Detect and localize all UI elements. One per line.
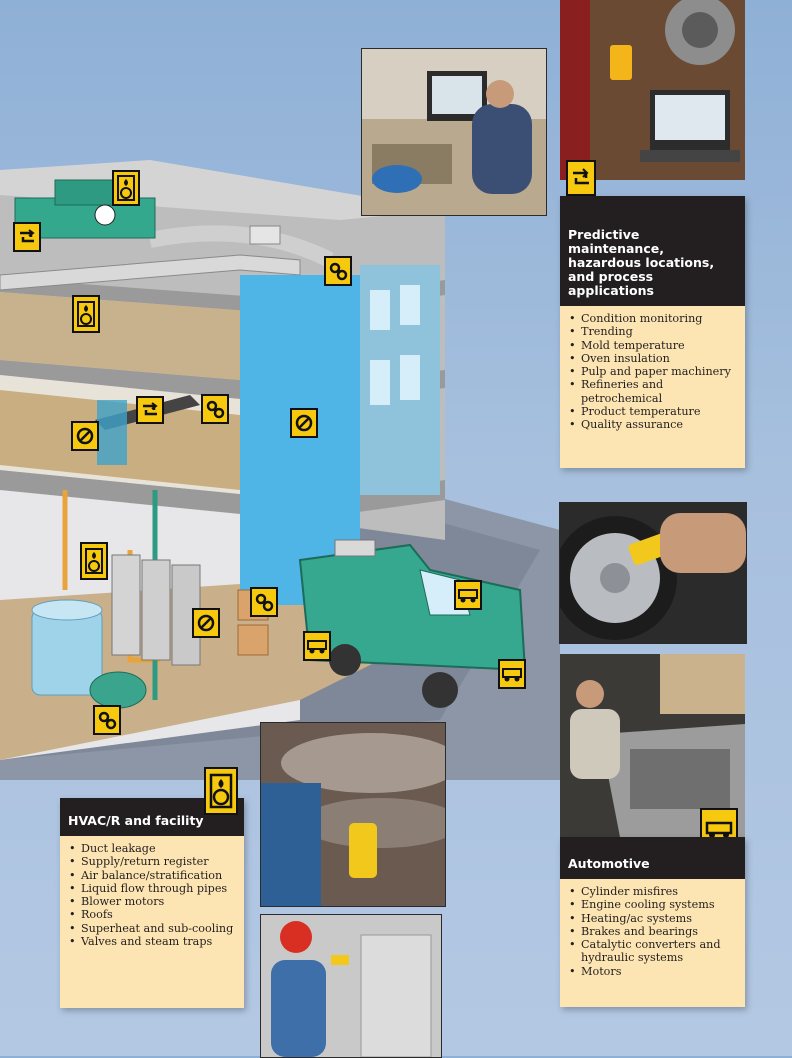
gears-icon (201, 394, 229, 424)
process-icon (13, 222, 41, 252)
list-item: Catalytic converters and hydraulic syste… (569, 938, 745, 965)
list-item: Duct leakage (69, 842, 244, 856)
gears-icon (324, 256, 352, 286)
photo-boiler-technician (260, 914, 442, 1058)
list-item: Refineries and petrochemical (569, 378, 745, 405)
no-entry-icon (290, 408, 318, 438)
list-item: Superheat and sub-cooling (69, 922, 244, 936)
automotive-title: Automotive (560, 837, 745, 879)
hvac-fan-icon (72, 295, 100, 333)
list-item: Blower motors (69, 895, 244, 909)
gears-icon (250, 587, 278, 617)
hvac-fan-icon (204, 767, 238, 815)
gears-icon (93, 705, 121, 735)
list-item: Supply/return register (69, 855, 244, 869)
predictive-list: Condition monitoring Trending Mold tempe… (560, 312, 745, 432)
no-entry-icon (192, 608, 220, 638)
list-item: Brakes and bearings (569, 925, 745, 939)
truck-icon (303, 631, 331, 661)
hvac-title: HVAC/R and facility (60, 798, 244, 836)
photo-duct-thermometer (260, 722, 446, 907)
photo-automotive-engine (560, 654, 745, 837)
truck-icon (454, 580, 482, 610)
predictive-title: Predictive maintenance, hazardous locati… (560, 196, 745, 306)
photo-predictive-maintenance (560, 0, 745, 180)
list-item: Cylinder misfires (569, 885, 745, 899)
hvac-fan-icon (80, 542, 108, 580)
automotive-list: Cylinder misfires Engine cooling systems… (560, 885, 745, 978)
photo-engineer-computer (361, 48, 547, 216)
list-item: Condition monitoring (569, 312, 745, 326)
list-item: Air balance/stratification (69, 869, 244, 883)
predictive-panel: Predictive maintenance, hazardous locati… (560, 196, 745, 468)
automotive-panel: Automotive Cylinder misfires Engine cool… (560, 837, 745, 1007)
building-illustration (0, 160, 560, 780)
process-icon (566, 160, 596, 196)
truck-icon (498, 659, 526, 689)
list-item: Engine cooling systems (569, 898, 745, 912)
list-item: Valves and steam traps (69, 935, 244, 949)
list-item: Quality assurance (569, 418, 745, 432)
list-item: Heating/ac systems (569, 912, 745, 926)
hvac-panel: HVAC/R and facility Duct leakage Supply/… (60, 798, 244, 1008)
list-item: Pulp and paper machinery (569, 365, 745, 379)
list-item: Motors (569, 965, 745, 979)
list-item: Product temperature (569, 405, 745, 419)
photo-tire-measurement (559, 502, 747, 644)
list-item: Mold temperature (569, 339, 745, 353)
process-icon (136, 396, 164, 424)
list-item: Oven insulation (569, 352, 745, 366)
list-item: Liquid flow through pipes (69, 882, 244, 896)
list-item: Trending (569, 325, 745, 339)
list-item: Roofs (69, 908, 244, 922)
hvac-list: Duct leakage Supply/return register Air … (60, 842, 244, 949)
no-entry-icon (71, 421, 99, 451)
hvac-fan-icon (112, 170, 140, 206)
